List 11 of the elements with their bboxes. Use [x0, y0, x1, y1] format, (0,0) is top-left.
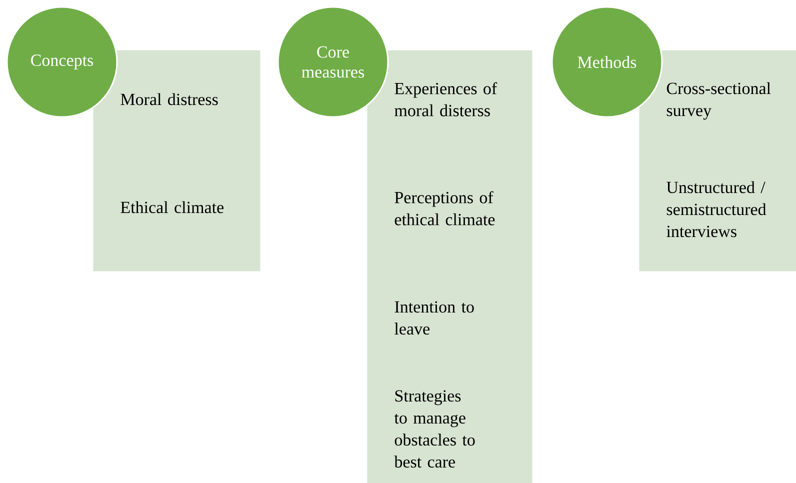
panel-box: [93, 50, 260, 272]
list-text: Moral distress: [120, 93, 218, 106]
list-text: Ethical climate: [120, 201, 224, 214]
list-text: Strategies to manage obstacles to best care: [394, 390, 475, 468]
list-text: Experiences of moral disterss: [394, 82, 498, 116]
list-text: Unstructured / semistructured interviews: [666, 181, 766, 238]
list-text: Perceptions of ethical climate: [394, 191, 495, 226]
panel-box: [639, 50, 796, 272]
list-text: Intention to leave: [394, 301, 474, 335]
list-text: Cross-sectional survey: [666, 82, 771, 120]
panel-box: [367, 50, 532, 483]
